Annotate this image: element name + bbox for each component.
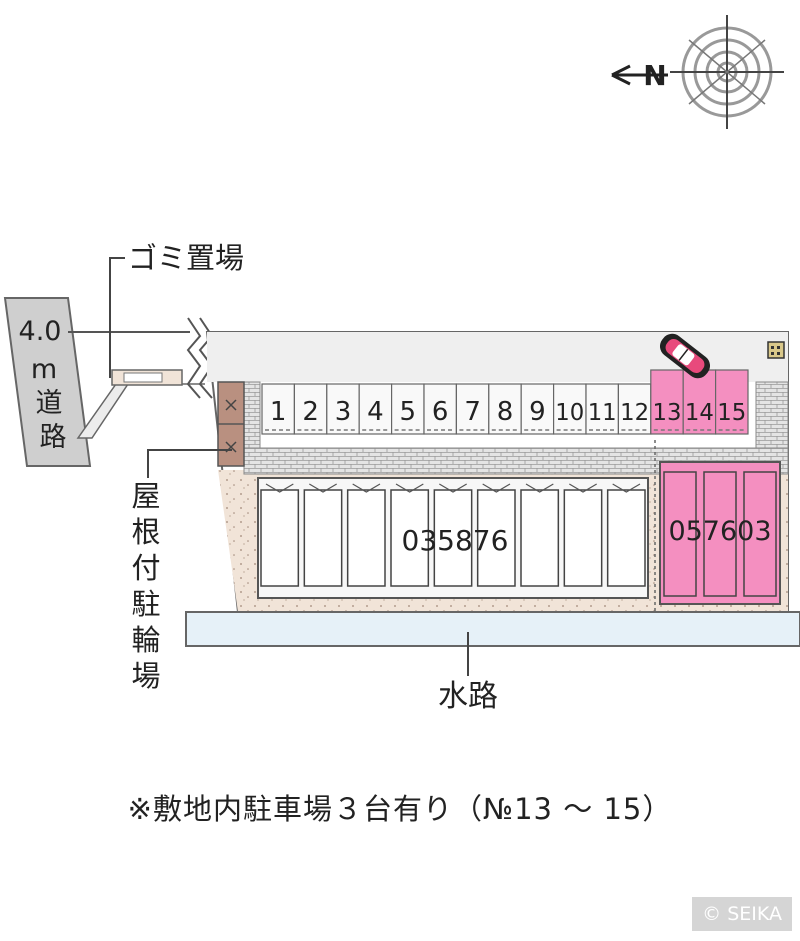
parking-space-12: 12 bbox=[617, 383, 652, 435]
apartment-unit bbox=[260, 483, 300, 587]
parking-space-1: 1 bbox=[261, 383, 296, 435]
bike-label-4: 駐 bbox=[131, 587, 160, 621]
apartment-unit bbox=[390, 483, 430, 587]
parking-number-3: 3 bbox=[335, 397, 352, 427]
road-label-unit: m bbox=[31, 354, 57, 385]
building-right-units bbox=[663, 471, 777, 597]
apartment-unit-highlighted bbox=[663, 471, 697, 597]
parking-number-10: 10 bbox=[555, 400, 584, 426]
parking-space-13: 13 bbox=[650, 369, 684, 435]
parking-number-1: 1 bbox=[270, 397, 287, 427]
parking-space-9: 9 bbox=[520, 383, 555, 435]
parking-space-2: 2 bbox=[293, 383, 328, 435]
driveway bbox=[207, 332, 788, 382]
parking-note: ※敷地内駐車場３台有り（№13 ～ 15） bbox=[127, 792, 673, 826]
road-label-width: 4.0 bbox=[19, 316, 62, 347]
apartment-unit-highlighted bbox=[743, 471, 777, 597]
building-left-units bbox=[260, 483, 646, 587]
water-channel: 水路 bbox=[185, 611, 800, 714]
parking-number-6: 6 bbox=[432, 397, 449, 427]
copyright: © SEIKA bbox=[692, 897, 792, 931]
parking-number-13: 13 bbox=[653, 400, 682, 426]
parking-number-15: 15 bbox=[717, 400, 746, 426]
brick-wall-left bbox=[243, 381, 261, 449]
parking-space-3: 3 bbox=[326, 383, 360, 435]
parking-number-7: 7 bbox=[464, 397, 481, 427]
road-label-char2: 路 bbox=[40, 422, 67, 453]
road: 4.0 m 道 路 bbox=[3, 297, 92, 467]
building-left: 035876 bbox=[257, 477, 649, 599]
parking-number-5: 5 bbox=[400, 397, 417, 427]
parking-space-6: 6 bbox=[423, 383, 458, 435]
bike-label-1: 屋 bbox=[131, 479, 160, 513]
building-right-id: 057603 bbox=[668, 516, 771, 547]
compass: N bbox=[611, 15, 784, 129]
building-right: 057603 bbox=[659, 461, 781, 605]
apartment-unit bbox=[433, 483, 473, 587]
parking-number-11: 11 bbox=[588, 400, 617, 426]
brick-wall-right bbox=[755, 381, 789, 449]
bike-label-6: 場 bbox=[131, 659, 160, 693]
apartment-unit bbox=[476, 483, 516, 587]
parking-number-9: 9 bbox=[529, 397, 546, 427]
parking-space-11: 11 bbox=[585, 383, 620, 435]
access-path bbox=[68, 331, 205, 439]
parking-space-7: 7 bbox=[455, 383, 490, 435]
parking-space-14: 14 bbox=[682, 369, 717, 435]
parking-space-8: 8 bbox=[488, 383, 522, 435]
bike-label-3: 付 bbox=[131, 551, 160, 585]
building-left-id: 035876 bbox=[402, 524, 509, 557]
parking-number-2: 2 bbox=[302, 397, 319, 427]
compass-rose-icon bbox=[670, 15, 784, 129]
bicycle-parking-callout: 屋 根 付 駐 輪 場 bbox=[131, 449, 232, 693]
apartment-unit bbox=[303, 483, 343, 587]
parking-number-4: 4 bbox=[367, 397, 384, 427]
parking-space-5: 5 bbox=[391, 383, 425, 435]
apartment-unit bbox=[563, 483, 603, 587]
compass-north-label: N bbox=[643, 59, 666, 92]
bike-label-5: 輪 bbox=[131, 623, 160, 657]
north-arrow-icon bbox=[611, 64, 668, 86]
parking-number-14: 14 bbox=[685, 400, 714, 426]
parking-number-8: 8 bbox=[497, 397, 514, 427]
bicycle-parking bbox=[217, 381, 245, 467]
apartment-unit-highlighted bbox=[703, 471, 737, 597]
parking-space-15: 15 bbox=[714, 369, 749, 435]
garbage-area-callout: ゴミ置場 bbox=[109, 241, 244, 378]
parking-space-4: 4 bbox=[358, 383, 393, 435]
road-label-char1: 道 bbox=[36, 388, 63, 419]
water-channel-label: 水路 bbox=[438, 679, 498, 714]
apartment-unit bbox=[346, 483, 386, 587]
car-icon bbox=[659, 333, 711, 379]
parking-number-12: 12 bbox=[620, 400, 649, 426]
parking-space-10: 10 bbox=[552, 383, 587, 435]
apartment-unit bbox=[606, 483, 646, 587]
bike-label-2: 根 bbox=[131, 515, 160, 549]
apartment-unit bbox=[520, 483, 560, 587]
garbage-area-label: ゴミ置場 bbox=[128, 241, 244, 275]
meter-icon bbox=[767, 341, 785, 359]
